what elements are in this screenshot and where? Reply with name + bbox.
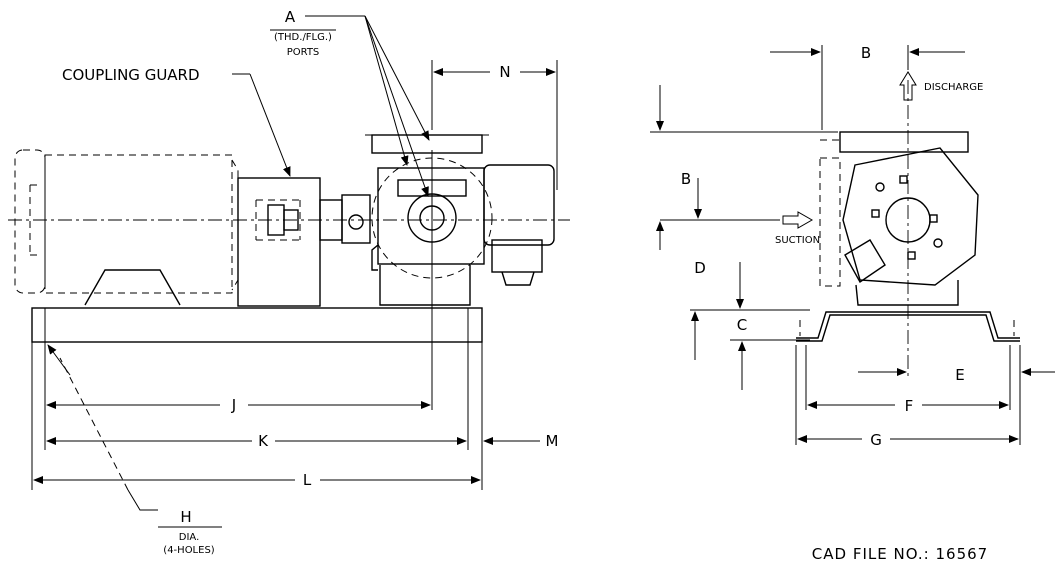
label-h-dia: DIA. — [179, 532, 200, 543]
discharge-arrow-icon — [899, 71, 917, 101]
pump-face — [842, 147, 979, 306]
cad-file-number: CAD FILE NO.: 16567 — [812, 545, 988, 563]
a-arrow-1 — [364, 15, 430, 141]
label-m: M — [546, 432, 559, 450]
h-leader-dashed — [59, 357, 129, 491]
coupling — [319, 194, 371, 244]
extension-lines — [31, 60, 558, 490]
label-h: H — [180, 508, 191, 526]
label-a: A — [285, 8, 296, 26]
discharge-flange — [839, 131, 969, 153]
a-arrow-3 — [364, 15, 409, 166]
label-a-ports: PORTS — [287, 47, 320, 58]
coupling-guard-arrow — [249, 73, 291, 177]
end-view: DISCHARGE SUCTION B B D C E — [650, 44, 1055, 563]
label-suction: SUCTION — [775, 235, 820, 246]
label-k: K — [258, 432, 269, 450]
label-g: G — [870, 431, 882, 449]
label-l: L — [303, 471, 312, 489]
h-leader-line — [127, 489, 158, 511]
suction-arrow-icon — [782, 211, 814, 229]
label-e: E — [955, 366, 964, 384]
label-j: J — [231, 396, 236, 414]
coupling-guard-outline — [237, 177, 321, 307]
side-view: N J K M L H DIA. (4-HOLES) A (THD./FLG.)… — [8, 8, 570, 556]
label-n: N — [499, 63, 510, 81]
label-f: F — [905, 397, 914, 415]
label-coupling-guard: COUPLING GUARD — [62, 66, 200, 84]
label-c: C — [737, 316, 747, 334]
h-leader-arrow — [47, 344, 71, 376]
label-h-holes: (4-HOLES) — [163, 545, 215, 556]
base-plate — [31, 307, 483, 343]
label-a-thd-flg: (THD./FLG.) — [274, 32, 332, 43]
a-arrow-2 — [364, 15, 429, 197]
label-b-top: B — [861, 44, 871, 62]
motor-outline — [14, 149, 239, 306]
label-b-left: B — [681, 170, 691, 188]
suction-flange — [819, 157, 841, 287]
label-discharge: DISCHARGE — [924, 82, 983, 93]
label-d: D — [694, 259, 706, 277]
